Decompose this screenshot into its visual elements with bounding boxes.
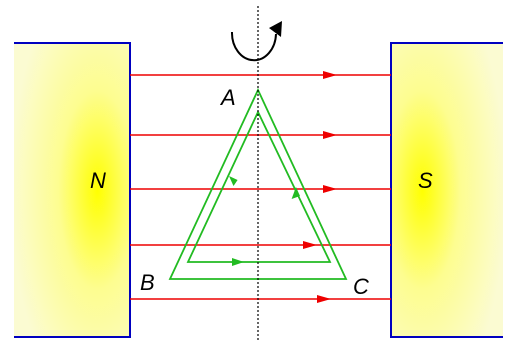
south-magnet (390, 42, 503, 338)
field-line (130, 295, 391, 303)
current-arrow (229, 176, 238, 186)
current-arrow (291, 187, 300, 199)
field-line (130, 131, 391, 139)
counter-clockwise-arrow-icon (230, 21, 282, 62)
pole-label-north: N (90, 168, 106, 193)
field-lines (130, 71, 391, 303)
field-line (130, 71, 391, 79)
vertex-label-c: C (353, 274, 369, 299)
field-line (130, 185, 391, 193)
pole-label-south: S (418, 168, 433, 193)
vertex-label-b: B (140, 270, 155, 295)
field-line (130, 241, 391, 249)
current-arrow (232, 258, 244, 266)
vertex-label-a: A (219, 85, 236, 110)
north-magnet (14, 42, 131, 338)
